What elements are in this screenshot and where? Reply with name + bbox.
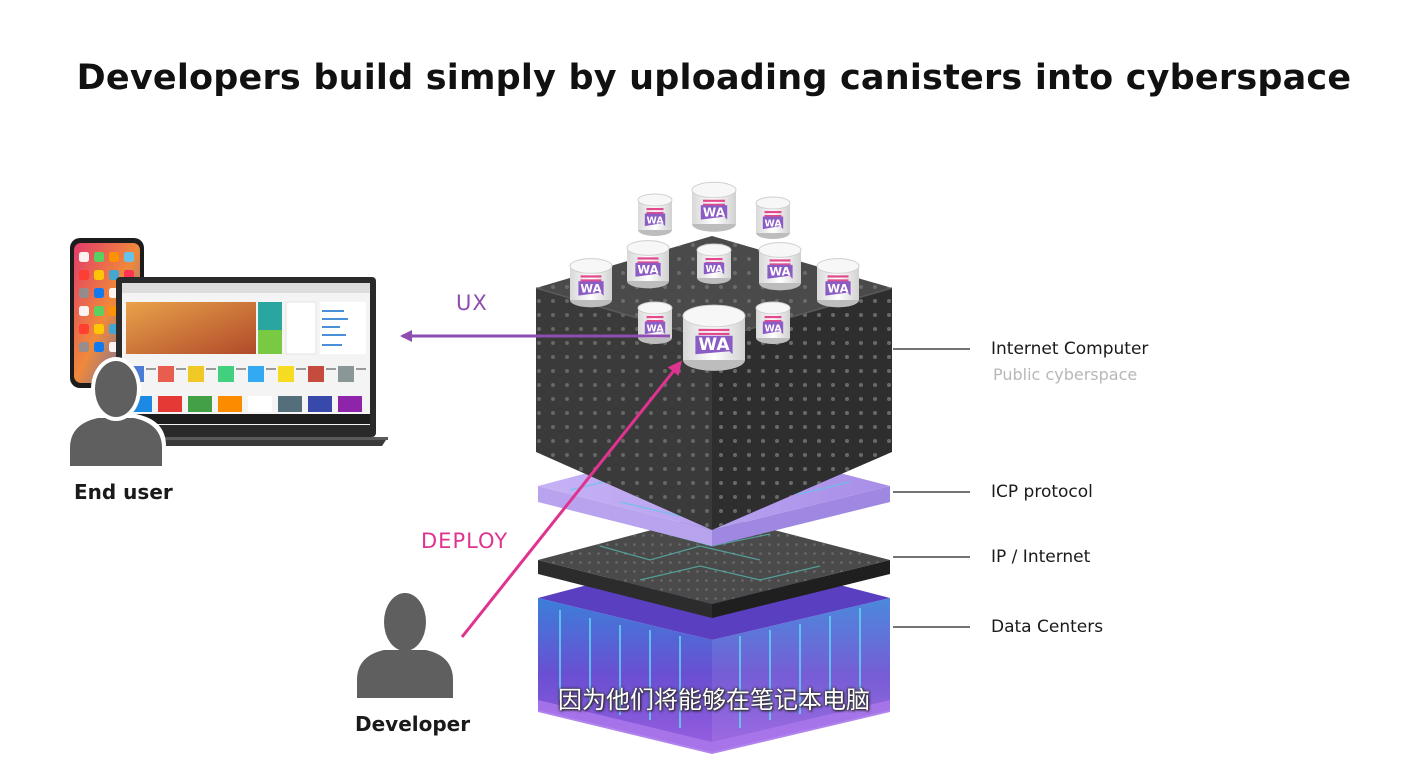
canister-icon: WA (691, 181, 737, 232)
canister-label: WA (698, 335, 730, 355)
canister-icon: WA (755, 301, 791, 344)
canister-label: WA (646, 323, 664, 334)
canister-label: WA (646, 215, 664, 226)
developer-person-silhouette-icon (357, 593, 453, 698)
canister-label: WA (637, 263, 658, 277)
canister-icon: WA (637, 301, 673, 344)
canister-label: WA (764, 323, 782, 334)
data-centers-layer (538, 552, 890, 754)
canister-icon: WA (626, 240, 670, 289)
devices-icon (70, 238, 388, 446)
label-deploy: DEPLOY (421, 529, 509, 553)
canister-icon: WA (758, 242, 802, 291)
canister-icon: WA (637, 193, 673, 236)
end-user-person-silhouette-icon (66, 357, 166, 466)
video-subtitle: 因为他们将能够在笔记本电脑 (558, 686, 870, 714)
canister-label: WA (769, 265, 790, 279)
canister-label: WA (705, 264, 723, 275)
canister-label: WA (827, 281, 848, 295)
label-icp-protocol: ICP protocol (991, 482, 1093, 502)
deploy-arrow (460, 360, 682, 638)
canister-icon: WA (682, 304, 746, 371)
label-public-cyberspace: Public cyberspace (993, 365, 1138, 384)
canister-icon: WA (816, 258, 860, 308)
canister-label: WA (580, 281, 601, 295)
canister-icon: WA (755, 196, 791, 239)
slide-title: Developers build simply by uploading can… (76, 58, 1352, 98)
label-developer: Developer (355, 712, 471, 736)
canister-label: WA (703, 205, 726, 219)
label-ip-internet: IP / Internet (991, 547, 1091, 567)
canister-icon: WA (569, 258, 613, 308)
canisters-group: WA WA WA WA WA WA WA WA WA WA WA (569, 181, 860, 371)
leader-lines (893, 348, 970, 628)
canister-label: WA (764, 218, 782, 229)
label-ux: UX (456, 291, 488, 315)
internet-computer-cube (535, 236, 893, 530)
label-data-centers: Data Centers (991, 617, 1104, 637)
label-end-user: End user (74, 480, 173, 504)
label-internet-computer: Internet Computer (991, 339, 1149, 359)
canister-icon: WA (696, 243, 732, 284)
ip-internet-layer (538, 514, 890, 618)
